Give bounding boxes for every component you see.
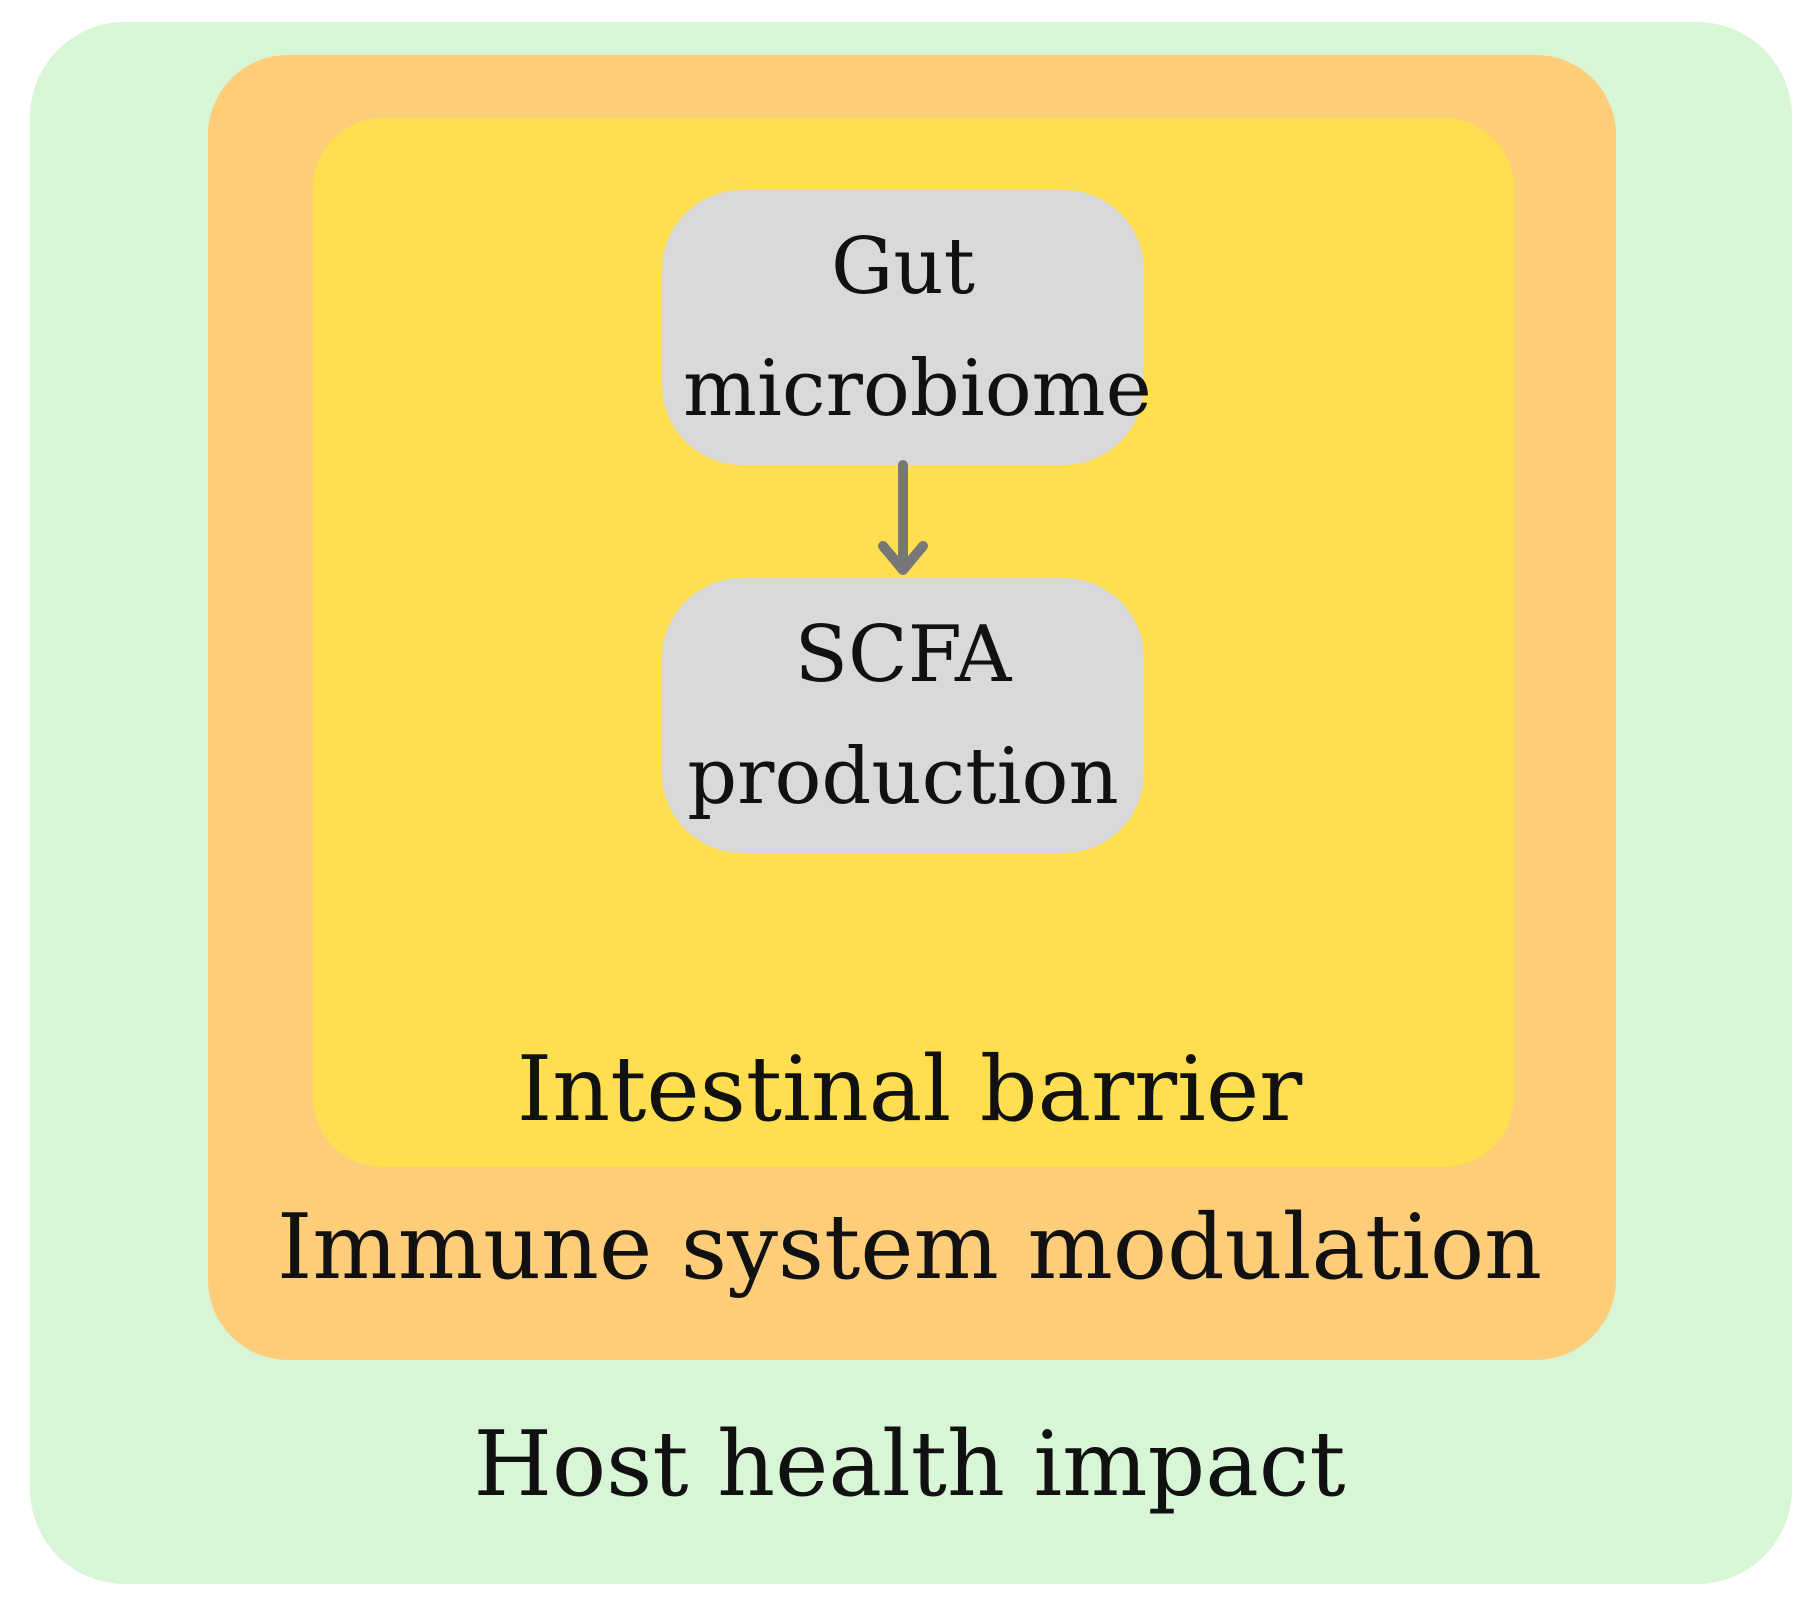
label-immune-system-modulation: Immune system modulation (276, 1195, 1543, 1300)
node-scfa-production-label: SCFA production (687, 609, 1119, 822)
label-host-health-impact: Host health impact (473, 1412, 1346, 1517)
node-gut-microbiome-label: Gut microbiome (683, 221, 1152, 434)
node-scfa-production: SCFA production (662, 578, 1144, 853)
label-intestinal-barrier: Intestinal barrier (516, 1037, 1303, 1142)
node-gut-microbiome: Gut microbiome (662, 190, 1152, 465)
